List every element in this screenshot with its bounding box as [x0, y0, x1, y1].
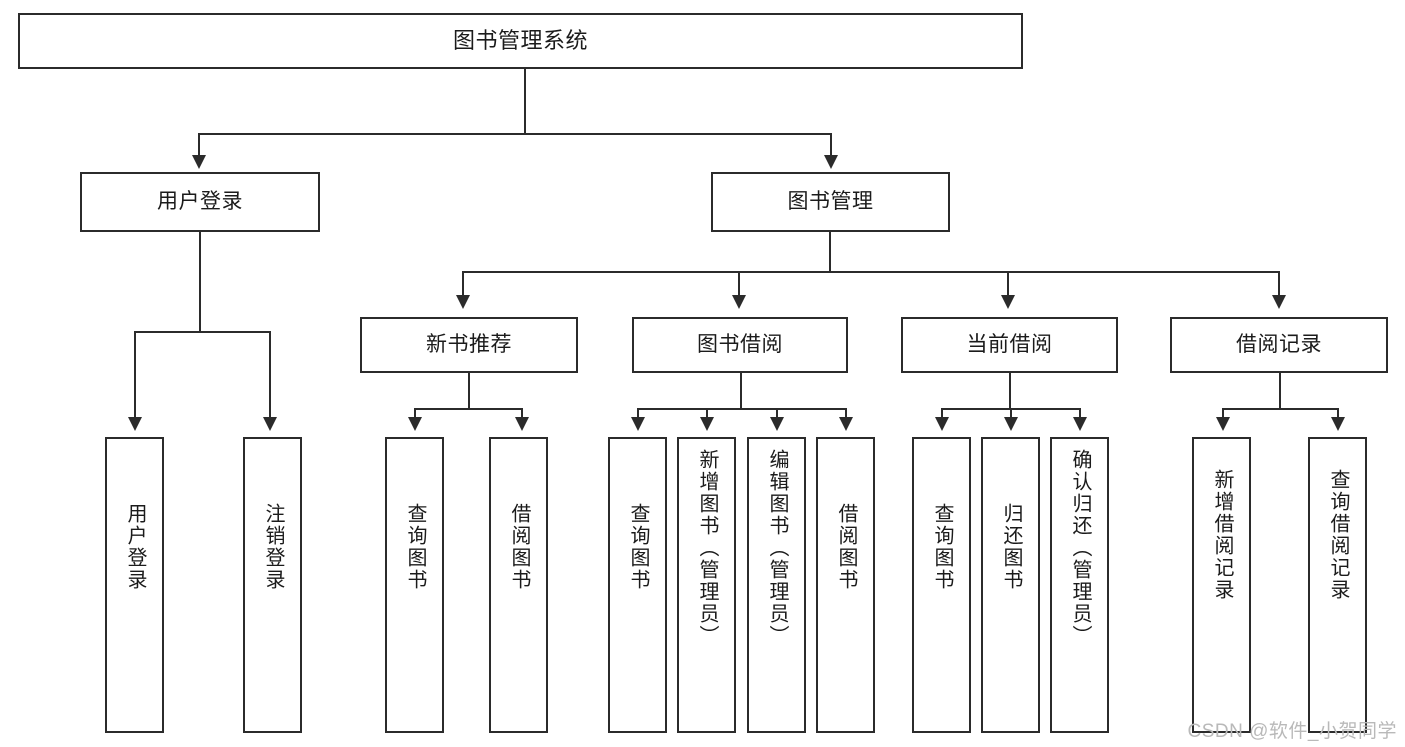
node-label: 查询借阅记录 — [1327, 469, 1349, 601]
leaf-book-borrow-borrow-book[interactable]: 借阅图书 — [816, 437, 875, 733]
connector-user-login-to-leaf-2 — [269, 331, 271, 419]
arrow-nbr-leaf-2 — [515, 417, 529, 431]
arrow-nbr-leaf-1 — [408, 417, 422, 431]
connector-to-current-borrow — [1007, 271, 1009, 297]
leaf-borrow-record-query-record[interactable]: 查询借阅记录 — [1308, 437, 1367, 733]
node-label: 图书管理系统 — [452, 28, 588, 54]
arrow-to-current-borrow — [1001, 295, 1015, 309]
arrow-bb-leaf-4 — [839, 417, 853, 431]
node-label: 借阅记录 — [1236, 332, 1322, 356]
node-label: 新增借阅记录 — [1211, 469, 1233, 601]
node-label: 新增图书（管理员） — [696, 449, 718, 647]
arrow-bb-leaf-2 — [700, 417, 714, 431]
leaf-book-borrow-query-book[interactable]: 查询图书 — [608, 437, 667, 733]
leaf-current-borrow-confirm-return-admin[interactable]: 确认归还（管理员） — [1050, 437, 1109, 733]
node-label: 编辑图书（管理员） — [766, 449, 788, 647]
connector-level3-bus — [462, 271, 1279, 273]
node-label: 确认归还（管理员） — [1069, 449, 1091, 647]
arrow-br-leaf-2 — [1331, 417, 1345, 431]
arrow-user-login-to-leaf-1 — [128, 417, 142, 431]
node-label: 查询图书 — [627, 503, 649, 591]
arrow-to-new-book-recommend — [456, 295, 470, 309]
node-book-borrow[interactable]: 图书借阅 — [632, 317, 848, 373]
connector-bb-leaf-4 — [845, 408, 847, 419]
arrow-bb-leaf-3 — [770, 417, 784, 431]
connector-nbr-leaf-1 — [414, 408, 416, 419]
connector-root-to-book-management — [830, 133, 832, 157]
leaf-new-book-recommend-query-book[interactable]: 查询图书 — [385, 437, 444, 733]
csdn-watermark: CSDN @软件_小贺同学 — [1187, 721, 1397, 742]
node-root-book-management-system[interactable]: 图书管理系统 — [18, 13, 1023, 69]
connector-root-stem — [524, 69, 526, 134]
leaf-current-borrow-query-book[interactable]: 查询图书 — [912, 437, 971, 733]
connector-nbr-leaf-2 — [521, 408, 523, 419]
node-book-management[interactable]: 图书管理 — [711, 172, 950, 232]
arrow-cb-leaf-1 — [935, 417, 949, 431]
connector-bb-leaf-3 — [776, 408, 778, 419]
node-label: 新书推荐 — [426, 332, 512, 356]
node-label: 当前借阅 — [966, 332, 1053, 356]
connector-cb-leaf-1 — [941, 408, 943, 419]
node-label: 注销登录 — [262, 503, 284, 591]
connector-bb-leaf-2 — [706, 408, 708, 419]
node-label: 用户登录 — [124, 503, 146, 591]
node-label: 查询图书 — [404, 503, 426, 591]
connector-book-borrow-bus — [637, 408, 846, 410]
connector-borrow-record-stem — [1279, 373, 1281, 409]
arrow-to-borrow-record — [1272, 295, 1286, 309]
node-label: 图书管理 — [787, 189, 874, 213]
connector-br-leaf-2 — [1337, 408, 1339, 419]
connector-new-book-recommend-bus — [414, 408, 522, 410]
connector-cb-leaf-3 — [1079, 408, 1081, 419]
connector-root-to-user-login — [198, 133, 200, 157]
node-new-book-recommend[interactable]: 新书推荐 — [360, 317, 578, 373]
connector-user-login-stem — [199, 232, 201, 332]
connector-current-borrow-stem — [1009, 373, 1011, 409]
node-current-borrow[interactable]: 当前借阅 — [901, 317, 1118, 373]
arrow-bb-leaf-1 — [631, 417, 645, 431]
arrow-cb-leaf-2 — [1004, 417, 1018, 431]
leaf-book-borrow-add-book-admin[interactable]: 新增图书（管理员） — [677, 437, 736, 733]
arrow-root-to-user-login — [192, 155, 206, 169]
connector-bb-leaf-1 — [637, 408, 639, 419]
arrow-user-login-to-leaf-2 — [263, 417, 277, 431]
connector-root-bus — [198, 133, 832, 135]
connector-book-borrow-stem — [740, 373, 742, 409]
arrow-to-book-borrow — [732, 295, 746, 309]
arrow-cb-leaf-3 — [1073, 417, 1087, 431]
node-label: 图书借阅 — [697, 332, 783, 356]
leaf-user-login-login[interactable]: 用户登录 — [105, 437, 164, 733]
leaf-new-book-recommend-borrow-book[interactable]: 借阅图书 — [489, 437, 548, 733]
node-label: 查询图书 — [931, 503, 953, 591]
arrow-br-leaf-1 — [1216, 417, 1230, 431]
node-borrow-record[interactable]: 借阅记录 — [1170, 317, 1388, 373]
connector-to-new-book-recommend — [462, 271, 464, 297]
node-user-login[interactable]: 用户登录 — [80, 172, 320, 232]
connector-to-book-borrow — [738, 271, 740, 297]
connector-user-login-bus — [134, 331, 269, 333]
connector-borrow-record-bus — [1222, 408, 1338, 410]
node-label: 借阅图书 — [508, 503, 530, 591]
connector-to-borrow-record — [1278, 271, 1280, 297]
node-label: 归还图书 — [1000, 503, 1022, 591]
connector-cb-leaf-2 — [1010, 408, 1012, 419]
connector-br-leaf-1 — [1222, 408, 1224, 419]
connector-new-book-recommend-stem — [468, 373, 470, 409]
connector-book-management-stem — [829, 232, 831, 272]
node-label: 借阅图书 — [835, 503, 857, 591]
node-label: 用户登录 — [157, 189, 243, 213]
arrow-root-to-book-management — [824, 155, 838, 169]
connector-user-login-to-leaf-1 — [134, 331, 136, 419]
leaf-current-borrow-return-book[interactable]: 归还图书 — [981, 437, 1040, 733]
leaf-borrow-record-add-record[interactable]: 新增借阅记录 — [1192, 437, 1251, 733]
leaf-book-borrow-edit-book-admin[interactable]: 编辑图书（管理员） — [747, 437, 806, 733]
leaf-user-login-logout[interactable]: 注销登录 — [243, 437, 302, 733]
